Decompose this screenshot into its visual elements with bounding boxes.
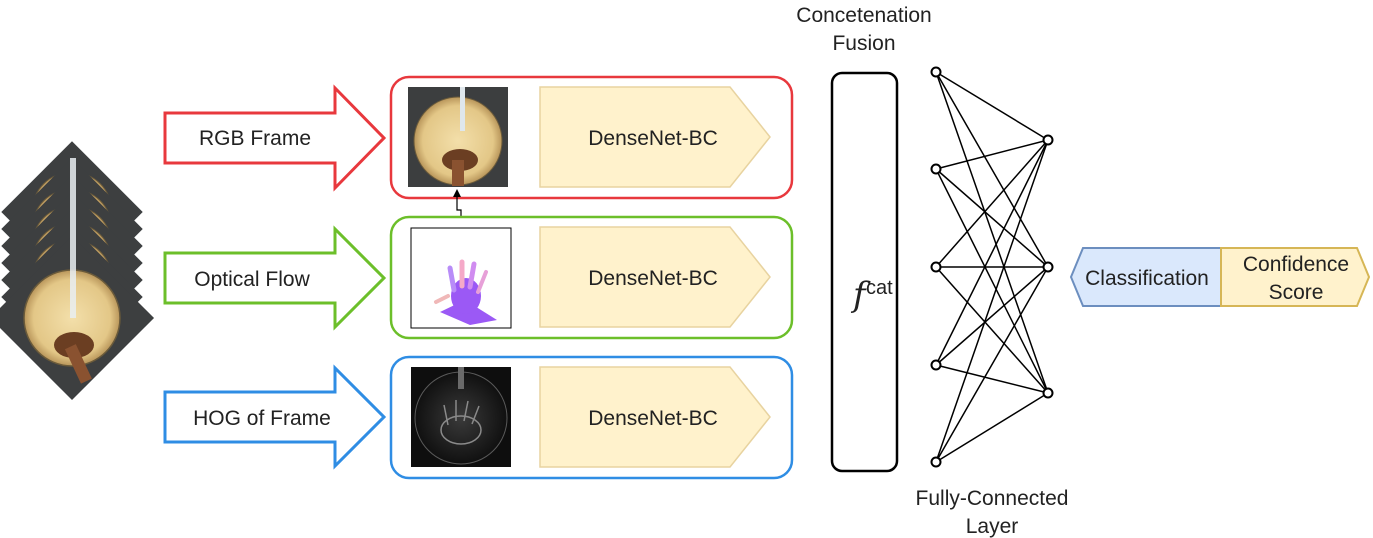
dense-label-optical-flow: DenseNet-BC [588,267,718,290]
fusion-superscript: cat [866,277,893,299]
fc-label-line1: Fully-Connected [916,487,1069,510]
arrow-hog: HOG of Frame [163,364,387,470]
fc-input-node [930,163,942,175]
classification-box [1069,247,1222,307]
fc-layer [930,66,1054,468]
flow-connector-arrowhead [453,189,461,197]
stream-box-optical-flow: DenseNet-BC [389,215,794,340]
fc-input-node [930,261,942,273]
fusion-title-line2: Fusion [832,32,895,55]
fusion-title-line1: Concetenation [796,4,931,27]
dense-block-rgb [539,86,771,188]
fc-label-line2: Layer [966,515,1019,538]
dense-label-hog: DenseNet-BC [588,407,718,430]
fusion-block [830,71,899,473]
fc-input-node [930,359,942,371]
rgb-thumbnail [408,87,508,187]
fc-output-node [1042,134,1054,146]
stream-label-rgb: RGB Frame [199,127,311,150]
input-frame-stack [0,141,155,401]
stream-box-hog: DenseNet-BC [389,355,794,480]
fc-output-node [1042,387,1054,399]
stream-label-hog: HOG of Frame [193,407,331,430]
arrow-optical-flow: Optical Flow [163,225,387,331]
dense-block-hog [539,366,771,468]
optical-flow-thumbnail [410,227,512,329]
confidence-box [1220,247,1371,307]
fc-input-node [930,456,942,468]
arrow-rgb: RGB Frame [163,84,387,192]
output-block: Classification Confidence Score [1069,247,1371,307]
confidence-label-line2: Score [1269,281,1324,304]
fc-edges [935,71,1049,463]
hands-image [54,332,94,384]
stream-box-rgb: DenseNet-BC [389,75,794,200]
water-stream [70,158,76,318]
dense-label-rgb: DenseNet-BC [588,127,718,150]
confidence-label-line1: Confidence [1243,253,1349,276]
hog-thumbnail [411,367,511,467]
dense-block-optical-flow [539,226,771,328]
fc-nodes [930,66,1054,468]
fc-input-node [930,66,942,78]
stream-label-optical-flow: Optical Flow [194,268,310,291]
fc-output-node [1042,261,1054,273]
classification-label: Classification [1085,267,1209,290]
